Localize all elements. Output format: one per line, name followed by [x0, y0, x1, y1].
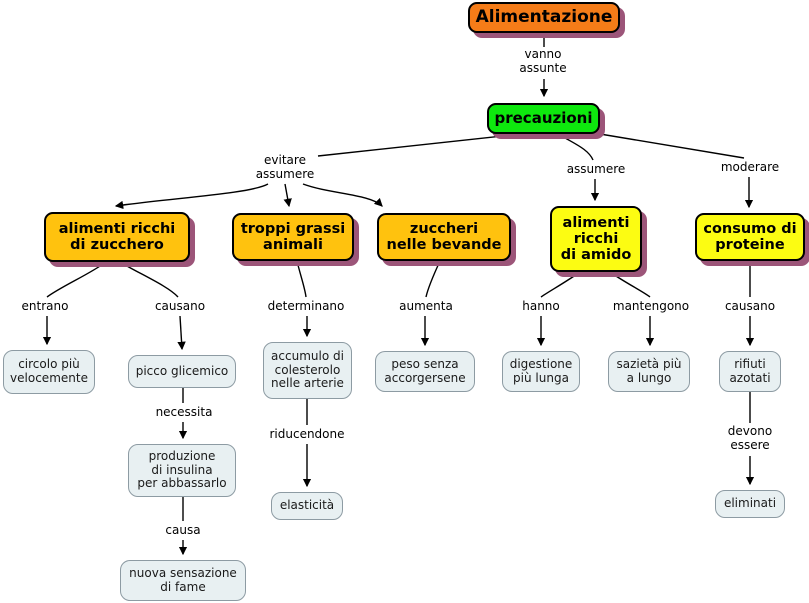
edge-amido-mantengono: [609, 271, 651, 298]
link-label-vanno-assunte: vanno assunte: [519, 47, 567, 75]
link-label-devono-essere: devono essere: [727, 424, 773, 452]
node-rifiuti-azotati[interactable]: rifiuti azotati: [719, 351, 781, 392]
node-peso-senza-accorgersene[interactable]: peso senza accorgersene: [375, 351, 475, 392]
node-precauzioni[interactable]: precauzioni: [487, 103, 600, 134]
link-label-entrano: entrano: [21, 299, 69, 313]
node-troppi-grassi-animali[interactable]: troppi grassi animali: [232, 213, 354, 261]
link-label-moderare: moderare: [720, 160, 780, 174]
link-label-causano-proteine: causano: [724, 299, 776, 313]
link-label-assumere: assumere: [566, 162, 626, 176]
edge-precauzioni-moderare: [599, 133, 745, 159]
node-alimenti-ricchi-di-amido[interactable]: alimenti ricchi di amido: [550, 206, 642, 272]
edge-evitare-bevande: [302, 183, 383, 207]
edge-grassi-determinano: [296, 260, 307, 298]
link-label-riducendone: riducendone: [269, 427, 345, 441]
link-label-necessita: necessita: [155, 405, 213, 419]
node-consumo-di-proteine[interactable]: consumo di proteine: [695, 213, 805, 261]
edge-evitare-grassi: [283, 183, 292, 208]
link-label-hanno: hanno: [522, 299, 560, 313]
node-sazieta-piu-a-lungo[interactable]: sazietà più a lungo: [608, 351, 690, 392]
link-label-determinano: determinano: [267, 299, 345, 313]
edge-causano-picco: [177, 315, 186, 351]
node-accumulo-di-colesterolo-nelle-arterie[interactable]: accumulo di colesterolo nelle arterie: [263, 342, 352, 399]
edge-precauzioni-evitare: [317, 133, 522, 157]
node-picco-glicemico[interactable]: picco glicemico: [128, 355, 236, 388]
edge-bevande-aumenta: [425, 260, 441, 298]
edge-amido-hanno: [540, 271, 581, 298]
link-label-causano-zucchero: causano: [154, 299, 206, 313]
node-zuccheri-nelle-bevande[interactable]: zuccheri nelle bevande: [377, 213, 511, 261]
link-label-causa: causa: [165, 523, 201, 537]
edge-zucchero-entrano: [46, 261, 107, 298]
node-circolo-piu-velocemente[interactable]: circolo più velocemente: [3, 350, 95, 394]
node-alimentazione[interactable]: Alimentazione: [468, 2, 620, 33]
link-label-evitare-assumere: evitare assumere: [255, 153, 315, 181]
edge-evitare-zucchero: [114, 183, 269, 210]
edge-zucchero-causano: [119, 261, 179, 298]
node-produzione-di-insulina[interactable]: produzione di insulina per abbassarlo: [128, 444, 236, 497]
node-alimenti-ricchi-di-zucchero[interactable]: alimenti ricchi di zucchero: [44, 212, 190, 262]
link-label-mantengono: mantengono: [612, 299, 690, 313]
edge-precauzioni-assumere: [558, 133, 594, 161]
node-digestione-piu-lunga[interactable]: digestione più lunga: [502, 351, 580, 392]
node-eliminati[interactable]: eliminati: [715, 490, 785, 518]
node-nuova-sensazione-di-fame[interactable]: nuova sensazione di fame: [120, 560, 246, 601]
link-label-aumenta: aumenta: [399, 299, 453, 313]
node-elasticita[interactable]: elasticità: [271, 492, 343, 520]
